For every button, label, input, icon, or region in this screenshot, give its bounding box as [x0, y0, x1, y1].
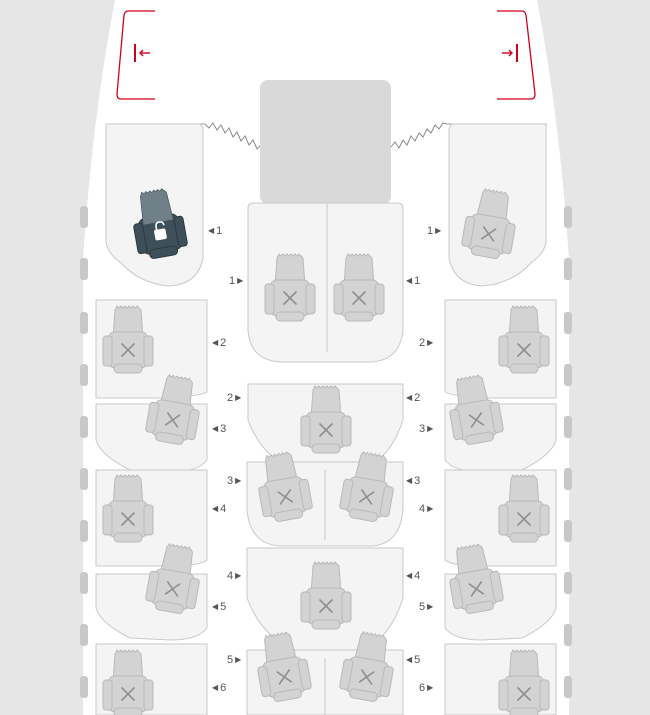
- unlock-icon: [154, 221, 167, 241]
- seat-backrest: [140, 189, 174, 225]
- x-icon: [164, 412, 181, 428]
- arrow-left-icon: ◀: [406, 393, 413, 402]
- arrow-left-icon: ◀: [208, 226, 215, 235]
- curtain-left: [204, 122, 261, 150]
- row-label-3-left-col: ◀3: [212, 423, 227, 435]
- arrow-right-icon: ▶: [237, 276, 244, 285]
- seat-1g[interactable]: [333, 253, 385, 322]
- arrow-right-icon: ▶: [435, 226, 442, 235]
- seat-1d[interactable]: [264, 253, 316, 322]
- x-icon: [277, 489, 294, 505]
- arrow-left-icon: ◀: [406, 476, 413, 485]
- exit-door-left: [116, 10, 155, 100]
- x-icon: [121, 687, 135, 701]
- row-label-5-left-col: ◀5: [212, 601, 227, 613]
- seat-2a[interactable]: [102, 305, 154, 374]
- seat-5g[interactable]: [337, 628, 400, 705]
- row-label-2-right-col: 2▶: [419, 337, 434, 349]
- seat-4a[interactable]: [102, 474, 154, 543]
- row-label-5-center-left: 5▶: [227, 654, 242, 666]
- row-label-5-center-right: ◀5: [406, 654, 421, 666]
- arrow-right-icon: ▶: [427, 602, 434, 611]
- row-label-3-center-left: 3▶: [227, 475, 242, 487]
- x-icon: [121, 343, 135, 357]
- arrow-left-icon: ◀: [212, 683, 219, 692]
- exit-door-right: [497, 10, 536, 100]
- seat-2e[interactable]: [300, 385, 352, 454]
- x-icon: [358, 669, 375, 685]
- galley-block: [260, 80, 391, 204]
- x-icon: [358, 489, 375, 505]
- arrow-right-icon: ▶: [427, 683, 434, 692]
- arrow-left-icon: ◀: [406, 276, 413, 285]
- row-label-4-right-col: 4▶: [419, 503, 434, 515]
- x-icon: [517, 687, 531, 701]
- seat-4k[interactable]: [498, 474, 550, 543]
- arrow-right-icon: ▶: [235, 476, 242, 485]
- row-label-3-right-col: 3▶: [419, 423, 434, 435]
- x-icon: [276, 669, 293, 685]
- x-icon: [319, 423, 333, 437]
- x-icon: [468, 581, 485, 597]
- x-icon: [164, 581, 181, 597]
- seat-5a[interactable]: [143, 540, 206, 617]
- arrow-left-icon: ◀: [406, 655, 413, 664]
- row-label-2-left-col: ◀2: [212, 337, 227, 349]
- arrow-left-icon: ◀: [406, 571, 413, 580]
- row-label-2-center-right: ◀2: [406, 392, 421, 404]
- arrow-left-icon: ◀: [212, 338, 219, 347]
- exit-arrow-right-icon: [502, 44, 518, 62]
- row-label-1-right-col: 1▶: [427, 225, 442, 237]
- arrow-right-icon: ▶: [235, 655, 242, 664]
- seat-3k[interactable]: [443, 371, 506, 448]
- x-icon: [121, 512, 135, 526]
- arrow-left-icon: ◀: [212, 602, 219, 611]
- x-icon: [517, 512, 531, 526]
- arrow-right-icon: ▶: [235, 571, 242, 580]
- curtain-right: [390, 122, 448, 149]
- seat-3d[interactable]: [252, 448, 315, 525]
- seat-6k[interactable]: [498, 649, 550, 715]
- arrow-right-icon: ▶: [427, 338, 434, 347]
- seat-1a-selected[interactable]: [127, 185, 190, 262]
- row-label-4-center-right: ◀4: [406, 570, 421, 582]
- seat-1k[interactable]: [459, 185, 522, 262]
- x-icon: [319, 599, 333, 613]
- seat-6a[interactable]: [102, 649, 154, 715]
- seat-5d[interactable]: [251, 628, 314, 705]
- row-label-4-left-col: ◀4: [212, 503, 227, 515]
- x-icon: [480, 226, 497, 242]
- row-label-2-center-left: 2▶: [227, 392, 242, 404]
- windows: [80, 206, 572, 698]
- row-label-4-center-left: 4▶: [227, 570, 242, 582]
- arrow-right-icon: ▶: [427, 504, 434, 513]
- seat-5k[interactable]: [443, 540, 506, 617]
- arrow-right-icon: ▶: [427, 424, 434, 433]
- row-label-1-center-right: ◀1: [406, 275, 421, 287]
- exit-arrow-left-icon: [134, 44, 150, 62]
- arrow-right-icon: ▶: [235, 393, 242, 402]
- row-label-1-center-left: 1▶: [229, 275, 244, 287]
- arrow-left-icon: ◀: [212, 424, 219, 433]
- seats: [102, 185, 550, 715]
- x-icon: [283, 291, 297, 305]
- seat-3g[interactable]: [337, 448, 400, 525]
- row-label-5-right-col: 5▶: [419, 601, 434, 613]
- seat-2k[interactable]: [498, 305, 550, 374]
- row-label-1-left-col: ◀1: [208, 225, 223, 237]
- seat-4e[interactable]: [300, 561, 352, 630]
- x-icon: [352, 291, 366, 305]
- row-label-6-right-col: 6▶: [419, 682, 434, 694]
- row-label-6-left-col: ◀6: [212, 682, 227, 694]
- x-icon: [468, 412, 485, 428]
- arrow-left-icon: ◀: [212, 504, 219, 513]
- row-label-3-center-right: ◀3: [406, 475, 421, 487]
- x-icon: [517, 343, 531, 357]
- seat-3a[interactable]: [143, 371, 206, 448]
